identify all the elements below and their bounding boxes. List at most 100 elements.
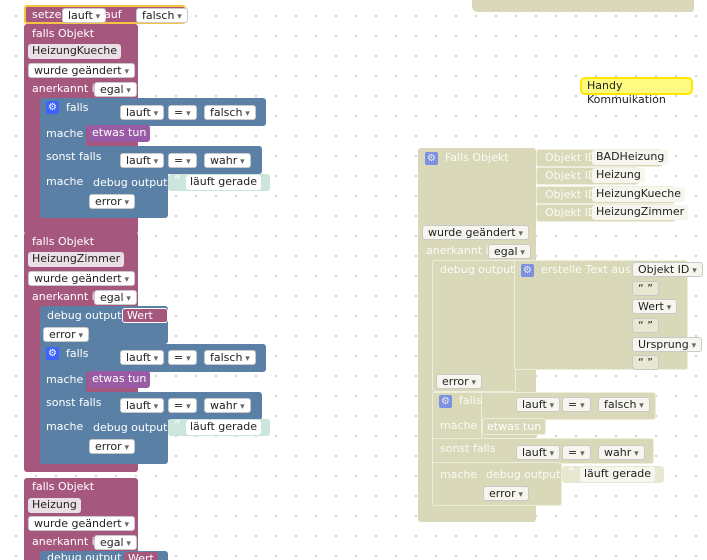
level-dropdown[interactable]: error	[436, 374, 483, 389]
else-if-label: sonst falls	[46, 150, 102, 163]
cond-op[interactable]: =	[168, 105, 197, 120]
cond-op[interactable]: =	[562, 397, 591, 412]
cond-op[interactable]: =	[168, 350, 197, 365]
debug-label: debug output	[93, 421, 168, 434]
if-label: falls	[66, 347, 89, 360]
cond2-op[interactable]: =	[168, 153, 197, 168]
offscreen-block-top[interactable]	[472, 0, 694, 12]
cond-var[interactable]: lauft	[120, 105, 165, 120]
set-label: setze	[32, 8, 62, 21]
quote-open-icon: “	[174, 174, 181, 189]
cond2-val[interactable]: wahr	[204, 153, 251, 168]
object-id[interactable]: HeizungZimmer	[28, 252, 125, 267]
create-text-label: erstelle Text aus	[541, 263, 631, 276]
level-dropdown[interactable]: error	[483, 486, 530, 501]
cond2-val[interactable]: wahr	[204, 398, 251, 413]
text-part-2[interactable]: “ ”	[632, 281, 659, 296]
change-dropdown[interactable]: wurde geändert	[422, 225, 529, 240]
gear-icon[interactable]: ⚙	[521, 264, 534, 277]
cond2-val[interactable]: wahr	[598, 445, 645, 460]
comment-note[interactable]: Handy Kommuikation	[580, 77, 693, 106]
cond2-op[interactable]: =	[168, 398, 197, 413]
text-value[interactable]: läuft gerade	[186, 175, 262, 190]
do2-label: mache	[440, 468, 478, 481]
objekt-id-label: Objekt ID	[545, 188, 597, 201]
change-dropdown[interactable]: wurde geändert	[28, 516, 135, 531]
cond-val[interactable]: falsch	[204, 350, 256, 365]
value-getter[interactable]: Wert	[124, 552, 158, 560]
ack-dropdown[interactable]: egal	[94, 82, 137, 97]
objekt-id-value[interactable]: BADHeizung	[592, 150, 669, 165]
change-dropdown[interactable]: wurde geändert	[28, 63, 135, 78]
cond-val[interactable]: falsch	[598, 397, 650, 412]
quote-close-icon: ”	[648, 466, 655, 481]
if-label: falls	[66, 101, 89, 114]
ack-dropdown[interactable]: egal	[488, 244, 531, 259]
text-value[interactable]: läuft gerade	[580, 467, 656, 482]
objekt-id-value[interactable]: Heizung	[592, 168, 645, 183]
quote-open-icon: “	[174, 419, 181, 434]
value-dropdown[interactable]: falsch	[136, 8, 188, 23]
cond2-op[interactable]: =	[562, 445, 591, 460]
gear-icon[interactable]: ⚙	[46, 101, 59, 114]
quote-open-icon: “	[568, 466, 575, 481]
do-something-call[interactable]: etwas tun	[482, 418, 547, 435]
cond-var[interactable]: lauft	[516, 397, 561, 412]
text-part-4[interactable]: “ ”	[632, 318, 659, 333]
do2-label: mache	[46, 420, 84, 433]
debug-label: debug output	[486, 468, 561, 481]
debug-label: debug output	[93, 176, 168, 189]
else-if-label: sonst falls	[440, 442, 496, 455]
do-label: mache	[440, 419, 478, 432]
object-id[interactable]: Heizung	[28, 498, 81, 513]
trigger-label: falls Objekt	[32, 235, 95, 248]
ack-dropdown[interactable]: egal	[94, 535, 137, 550]
text-part-3[interactable]: Wert	[632, 299, 678, 314]
do-label: mache	[46, 127, 84, 140]
objekt-id-label: Objekt ID	[545, 206, 597, 219]
level-dropdown[interactable]: error	[43, 327, 90, 342]
if-label: falls	[459, 394, 482, 407]
objekt-id-value[interactable]: HeizungKueche	[592, 187, 685, 202]
text-value[interactable]: läuft gerade	[186, 420, 262, 435]
else-if-label: sonst falls	[46, 396, 102, 409]
trigger-label: Falls Objekt	[445, 151, 509, 164]
level-dropdown[interactable]: error	[89, 194, 136, 209]
text-part-1[interactable]: Objekt ID	[632, 262, 703, 277]
trigger-label: falls Objekt	[32, 480, 95, 493]
quote-close-icon: ”	[254, 174, 261, 189]
change-dropdown[interactable]: wurde geändert	[28, 271, 135, 286]
ack-label: anerkannt ist	[426, 244, 499, 257]
cond2-var[interactable]: lauft	[120, 398, 165, 413]
gear-icon[interactable]: ⚙	[46, 347, 59, 360]
value-getter[interactable]: Wert	[122, 308, 168, 323]
ack-label: anerkannt ist	[32, 82, 105, 95]
cond2-var[interactable]: lauft	[120, 153, 165, 168]
set-variable-block[interactable]: setze lauft auf falsch	[24, 5, 188, 24]
object-id[interactable]: HeizungKueche	[28, 44, 121, 59]
ack-label: anerkannt ist	[32, 535, 105, 548]
do-label: mache	[46, 373, 84, 386]
cond-var[interactable]: lauft	[120, 350, 165, 365]
do2-label: mache	[46, 175, 84, 188]
cond-val[interactable]: falsch	[204, 105, 256, 120]
do-something-call[interactable]: etwas tun	[88, 125, 151, 142]
faded-debug-block[interactable]	[432, 260, 516, 392]
variable-dropdown[interactable]: lauft	[62, 8, 107, 23]
to-label: auf	[104, 8, 122, 21]
ack-dropdown[interactable]: egal	[94, 290, 137, 305]
text-part-5[interactable]: Ursprung	[632, 337, 703, 352]
objekt-id-value[interactable]: HeizungZimmer	[592, 205, 689, 220]
debug-block[interactable]: debug output Wert	[40, 551, 168, 560]
level-dropdown[interactable]: error	[89, 439, 136, 454]
do-something-call[interactable]: etwas tun	[88, 371, 151, 388]
gear-icon[interactable]: ⚙	[425, 152, 438, 165]
objekt-id-label: Objekt ID	[545, 169, 597, 182]
objekt-id-label: Objekt ID	[545, 151, 597, 164]
debug-label: debug output	[440, 263, 515, 276]
cond2-var[interactable]: lauft	[516, 445, 561, 460]
debug-label: debug output	[47, 551, 122, 560]
text-part-6[interactable]: “ ”	[632, 355, 659, 370]
ack-label: anerkannt ist	[32, 290, 105, 303]
gear-icon[interactable]: ⚙	[439, 395, 452, 408]
